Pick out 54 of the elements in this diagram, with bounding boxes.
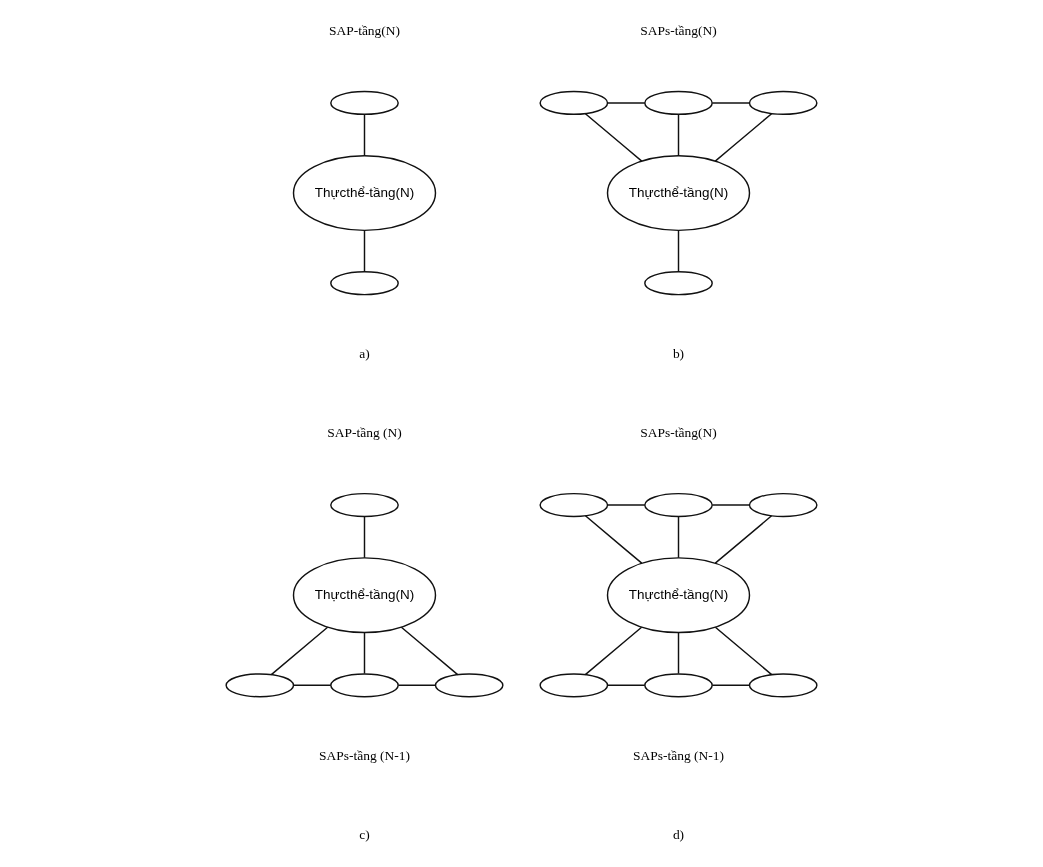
node-ellipse (330, 492, 399, 518)
connector (711, 102, 751, 104)
node-ellipse (434, 673, 504, 698)
label: d) (672, 827, 685, 843)
connector (714, 626, 773, 676)
connector (584, 113, 643, 162)
connector (711, 504, 751, 506)
node-ellipse (748, 90, 818, 116)
label: b) (672, 346, 685, 362)
node-ellipse (539, 673, 609, 698)
label: SAPs-tầng (N-1) (319, 748, 410, 764)
node-ellipse (644, 271, 713, 296)
node-ellipse (748, 492, 818, 518)
label: SAP-tầng (N) (327, 425, 402, 441)
label: a) (359, 346, 370, 362)
connector (363, 113, 366, 157)
node-ellipse: Thựcthể-tầng(N) (292, 557, 437, 634)
node-ellipse (330, 90, 399, 116)
node-ellipse (330, 673, 399, 698)
label: SAP-tầng(N) (328, 22, 401, 38)
connector (714, 113, 773, 162)
node-ellipse (539, 90, 609, 116)
connector (400, 626, 459, 676)
connector (363, 631, 366, 675)
connector (677, 229, 680, 273)
node-ellipse: Thựcthể-tầng(N) (606, 155, 751, 232)
node-ellipse (539, 492, 609, 518)
label: c) (359, 827, 370, 843)
connector (677, 631, 680, 675)
label: SAPs-tầng(N) (640, 22, 717, 38)
label: SAPs-tầng(N) (640, 425, 717, 441)
connector (711, 684, 751, 687)
node-ellipse (644, 90, 713, 116)
node-ellipse: Thựcthể-tầng(N) (292, 155, 437, 232)
node-ellipse: Thựcthể-tầng(N) (606, 557, 751, 634)
connector (607, 504, 646, 506)
connector (714, 515, 773, 564)
connector (677, 515, 680, 559)
connector (397, 684, 437, 687)
node-ellipse (748, 673, 818, 698)
connector (677, 113, 680, 157)
connector (270, 626, 329, 676)
label: SAPs-tầng (N-1) (633, 748, 724, 764)
node-ellipse (644, 492, 713, 518)
node-ellipse (644, 673, 713, 698)
connector (607, 102, 646, 104)
connector (363, 229, 366, 273)
connector (584, 626, 643, 676)
connector (293, 684, 332, 687)
node-ellipse (225, 673, 295, 698)
connector (607, 684, 646, 687)
connector (363, 515, 366, 559)
connector (584, 515, 643, 564)
node-ellipse (330, 271, 399, 296)
